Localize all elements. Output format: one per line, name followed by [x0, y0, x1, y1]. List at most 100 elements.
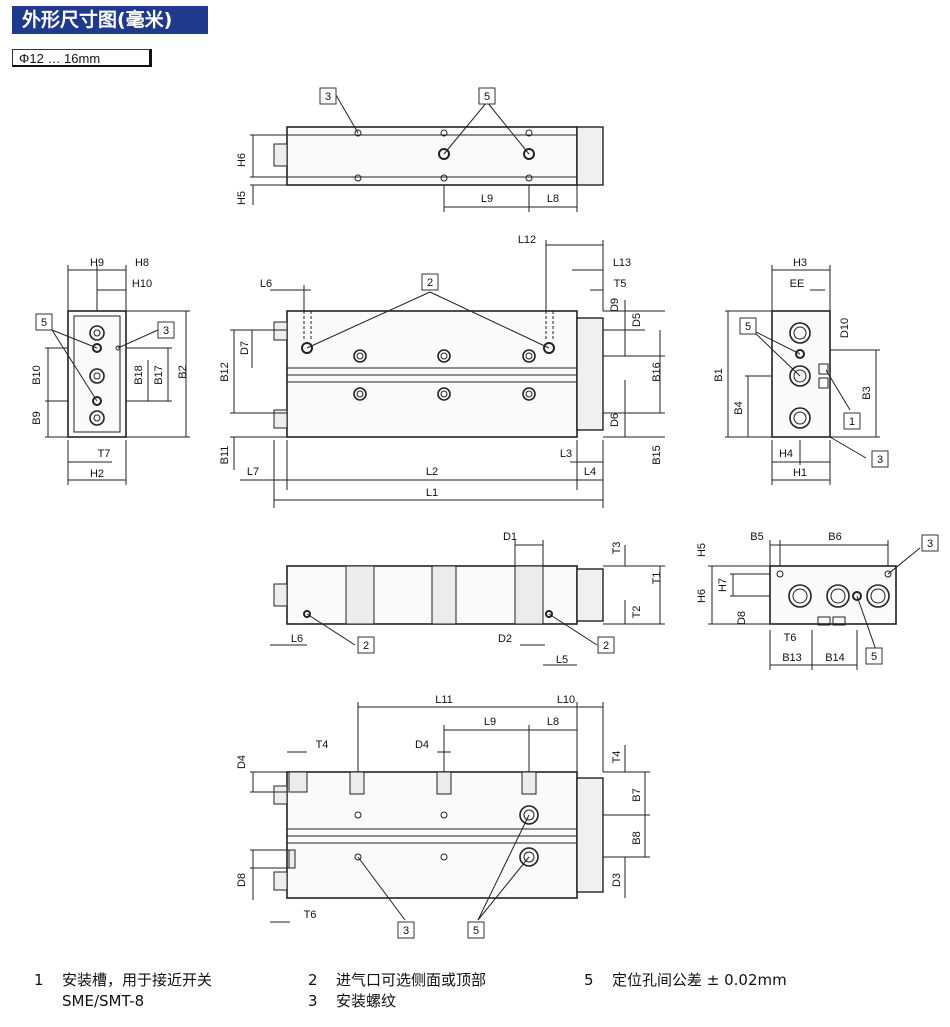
dim-label: L7	[247, 466, 259, 478]
dim-label: B14	[825, 652, 845, 664]
dim-label: L1	[426, 487, 438, 499]
dim-label: B10	[31, 365, 43, 385]
dim-label: D2	[498, 633, 512, 645]
dim-label: H7	[717, 578, 729, 592]
dim-label: L9	[481, 193, 493, 205]
dim-label: T6	[304, 909, 317, 921]
dim-label: L5	[556, 654, 568, 666]
dim-label: D4	[415, 739, 429, 751]
bottom-view	[250, 702, 650, 923]
dim-label: B1	[713, 368, 725, 381]
dim-label: D3	[611, 873, 623, 887]
dim-label: B6	[828, 531, 841, 543]
dim-label: H10	[132, 278, 152, 290]
dim-label: H8	[135, 257, 149, 269]
section-view	[270, 540, 665, 666]
dim-label: B11	[219, 446, 231, 465]
callout-3: 3	[927, 538, 933, 550]
legend-text: 定位孔间公差 ± 0.02mm	[612, 971, 787, 989]
dimension-labels: H6 H5 L9 L8 L12 L13 T5 L6 D9 D5 D7 B12 B…	[31, 153, 873, 921]
legend-item-5: 5 定位孔间公差 ± 0.02mm	[584, 970, 787, 991]
dim-label: L2	[426, 466, 438, 478]
callout-5: 5	[871, 651, 877, 663]
right-view	[725, 265, 880, 485]
dim-label: B5	[750, 531, 763, 543]
legend-text: 安装螺纹	[336, 992, 397, 1010]
dim-label: H4	[779, 448, 793, 460]
dim-label: H2	[90, 468, 104, 480]
dim-label: D9	[609, 298, 621, 312]
dim-label: L9	[484, 716, 496, 728]
dim-label: B17	[153, 365, 165, 385]
dim-label: L6	[291, 633, 303, 645]
left-view	[45, 265, 190, 485]
legend-text: 安装槽，用于接近开关	[62, 971, 213, 989]
callout-3: 3	[163, 325, 169, 337]
dim-label: L8	[547, 193, 559, 205]
dim-label: H6	[236, 153, 248, 167]
dim-label: B2	[177, 365, 189, 378]
dim-label: L10	[557, 694, 575, 706]
dim-label: T2	[631, 606, 643, 619]
dim-label: D1	[503, 531, 517, 543]
callout-5: 5	[41, 317, 47, 329]
dim-label: B16	[651, 362, 663, 382]
legend-num: 1	[34, 971, 44, 989]
callout-5: 5	[745, 321, 751, 333]
dim-label: T4	[316, 739, 329, 751]
callout-2: 2	[603, 640, 609, 652]
dim-label: D6	[609, 413, 621, 427]
legend-num: 5	[584, 971, 594, 989]
dim-label: T1	[651, 572, 663, 585]
dim-label: L13	[613, 257, 631, 269]
callout-3: 3	[403, 925, 409, 937]
dim-label: L8	[547, 716, 559, 728]
dim-label: B4	[733, 401, 745, 414]
callout-5: 5	[473, 925, 479, 937]
dim-label: H1	[793, 467, 807, 479]
legend-text: 进气口可选侧面或顶部	[336, 971, 487, 989]
dim-label: L3	[560, 448, 572, 460]
legend-item-3: 3 安装螺纹	[308, 991, 396, 1012]
callout-boxes: 3 5 2 5 3 5 1 3 2 2 3 5 3 5	[35, 87, 939, 939]
size-range-label: Φ12 … 16mm	[12, 49, 152, 67]
dim-label: T4	[611, 751, 623, 764]
callout-2: 2	[363, 640, 369, 652]
dim-label: B9	[31, 411, 43, 424]
legend-num: 3	[308, 992, 318, 1010]
legend-item-2: 2 进气口可选侧面或顶部	[308, 970, 486, 991]
dim-label: L11	[435, 694, 453, 706]
dim-label: D7	[239, 341, 251, 355]
callout-3: 3	[325, 91, 331, 103]
dim-label: B3	[861, 386, 873, 399]
end-view	[708, 540, 921, 670]
dim-label: H6	[696, 589, 708, 603]
callout-1: 1	[849, 416, 855, 428]
dim-label: D4	[236, 755, 248, 769]
dim-label: T3	[611, 542, 623, 555]
dim-label: B8	[631, 831, 643, 844]
callout-5: 5	[484, 91, 490, 103]
dim-label: H9	[90, 257, 104, 269]
front-view	[230, 240, 665, 508]
dim-label: B7	[631, 788, 643, 801]
dim-label: B12	[219, 362, 231, 382]
callout-3: 3	[877, 454, 883, 466]
dim-label: B13	[782, 652, 802, 664]
dim-label: L4	[584, 466, 596, 478]
dim-label: L12	[518, 234, 536, 246]
dim-label: B18	[133, 365, 145, 385]
dim-label: H5	[236, 191, 248, 205]
dim-label: H3	[793, 257, 807, 269]
dim-label: H5	[696, 543, 708, 557]
dim-label: D5	[631, 313, 643, 327]
dim-label: T5	[614, 278, 627, 290]
dim-label: D8	[736, 611, 748, 625]
dim-label: D8	[236, 873, 248, 887]
callout-2: 2	[427, 277, 433, 289]
legend-num: 2	[308, 971, 318, 989]
dim-label: D10	[839, 318, 851, 338]
top-view	[250, 94, 604, 212]
